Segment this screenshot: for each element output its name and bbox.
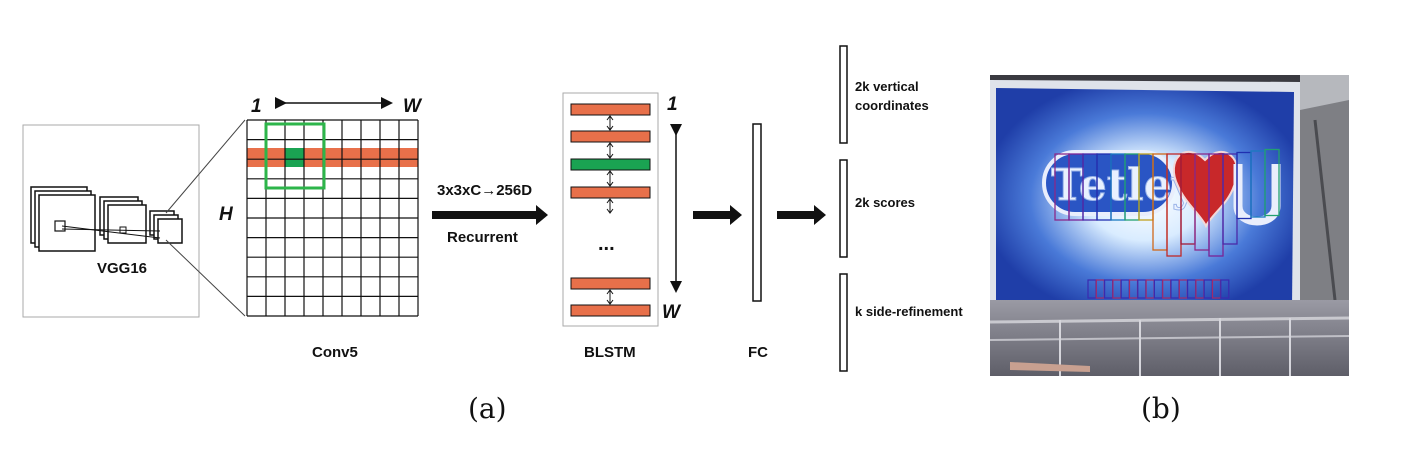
- op-arrow: [432, 205, 548, 225]
- output-side-refinement-label: k side-refinement: [855, 304, 963, 319]
- projection-line-bottom: [165, 239, 246, 317]
- op-label: 3x3xC→256D: [437, 182, 532, 199]
- caption-b: (b): [1141, 392, 1181, 425]
- output-side-refinement-bar: [839, 273, 848, 372]
- vgg16-block: VGG16: [22, 124, 200, 318]
- conv5-grid: [246, 119, 419, 317]
- conv-label-1: 1: [251, 96, 262, 117]
- green-cell: [285, 148, 304, 167]
- blstm-ellipsis: ...: [598, 233, 615, 255]
- receptive-field-line: [61, 225, 161, 239]
- heart-shape: [1172, 150, 1239, 229]
- blstm-label-1: 1: [667, 94, 678, 115]
- conv-label-w: W: [403, 96, 423, 117]
- blstm-unit: [570, 130, 651, 143]
- text-proposal-boxes-bottom: [1087, 279, 1230, 299]
- billboard-photo: Tetley: [989, 75, 1350, 376]
- vgg16-label: VGG16: [97, 260, 147, 277]
- logo-pill: [1042, 150, 1176, 216]
- vgg-feature-stack-large: [30, 186, 96, 252]
- blstm-unit: [570, 277, 651, 290]
- text-proposal-box: [1264, 148, 1280, 217]
- text-proposal-box: [1220, 279, 1230, 299]
- arrow-to-outputs: [777, 205, 826, 225]
- blstm-links: [606, 115, 614, 305]
- blstm-unit: [570, 103, 651, 116]
- blstm-label-w: W: [662, 302, 682, 323]
- vgg-feature-stack-small: [149, 210, 183, 244]
- output-scores-bar: [839, 159, 848, 258]
- fc-label: FC: [748, 344, 768, 361]
- blstm-unit: [570, 304, 651, 317]
- output-vertical-coords-bar: [839, 45, 848, 144]
- output-vertical-coords-line2: coordinates: [855, 98, 929, 113]
- sliding-window-3x3: [264, 122, 326, 190]
- blstm-block: ...: [562, 92, 659, 327]
- projection-line-top: [165, 119, 246, 214]
- recurrent-label: Recurrent: [447, 229, 518, 246]
- text-proposal-boxes-top: [1054, 148, 1280, 257]
- fc-layer: [752, 123, 762, 302]
- blstm-label: BLSTM: [584, 344, 636, 361]
- conv5-label: Conv5: [312, 344, 358, 361]
- letter-u-shape: [1233, 164, 1281, 226]
- orange-row: [247, 148, 418, 167]
- arrow-to-fc: [693, 205, 742, 225]
- blstm-unit: [570, 186, 651, 199]
- vgg-feature-stack-medium: [99, 196, 147, 244]
- output-scores-label: 2k scores: [855, 195, 915, 210]
- caption-a: (a): [468, 392, 507, 425]
- conv-label-h: H: [219, 204, 234, 225]
- blstm-unit-active: [570, 158, 651, 171]
- output-vertical-coords-line1: 2k vertical: [855, 79, 919, 94]
